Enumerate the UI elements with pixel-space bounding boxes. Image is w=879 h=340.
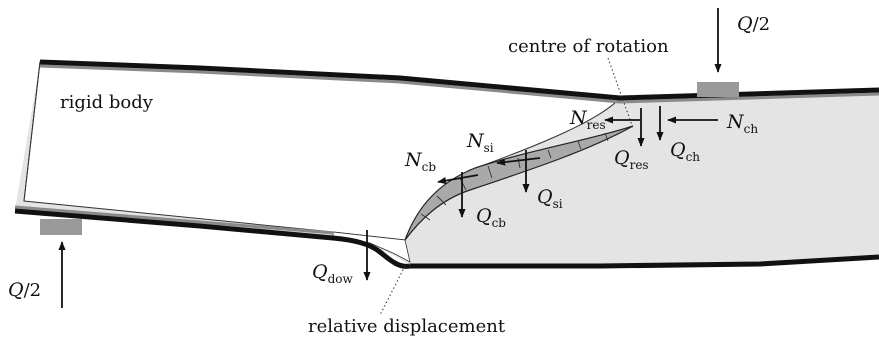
n-cb-arrow	[437, 174, 479, 185]
q-res-label: Qres	[614, 147, 649, 172]
q-si-label: Qsi	[537, 186, 563, 211]
top-support-pad	[697, 82, 739, 97]
n-res-label: Nres	[569, 107, 606, 132]
centre-of-rotation-leader	[607, 57, 634, 129]
rigid-body-label: rigid body	[60, 92, 154, 113]
q-ch-label: Qch	[670, 139, 700, 164]
bottom-left-stripe	[14, 205, 334, 235]
n-cb-label: Ncb	[404, 149, 436, 174]
q-dow-label: Qdow	[312, 261, 353, 286]
left-end	[23, 61, 41, 202]
bottom-right-edge	[410, 254, 879, 269]
top-edge-stripe	[39, 64, 879, 104]
q-cb-label: Qcb	[476, 205, 506, 230]
n-si-label: Nsi	[466, 130, 494, 155]
relative-displacement-label: relative displacement	[308, 316, 506, 337]
centre-of-rotation-label: centre of rotation	[508, 36, 669, 57]
top-load-label: Q/2	[737, 13, 770, 35]
n-si-arrow	[496, 157, 541, 166]
relative-displacement-leader	[379, 265, 406, 316]
left-support-pad	[40, 219, 82, 235]
n-ch-label: Nch	[726, 111, 758, 136]
crack-band	[404, 125, 634, 241]
bottom-left-edge	[14, 208, 411, 269]
left-load-label: Q/2	[8, 279, 41, 301]
